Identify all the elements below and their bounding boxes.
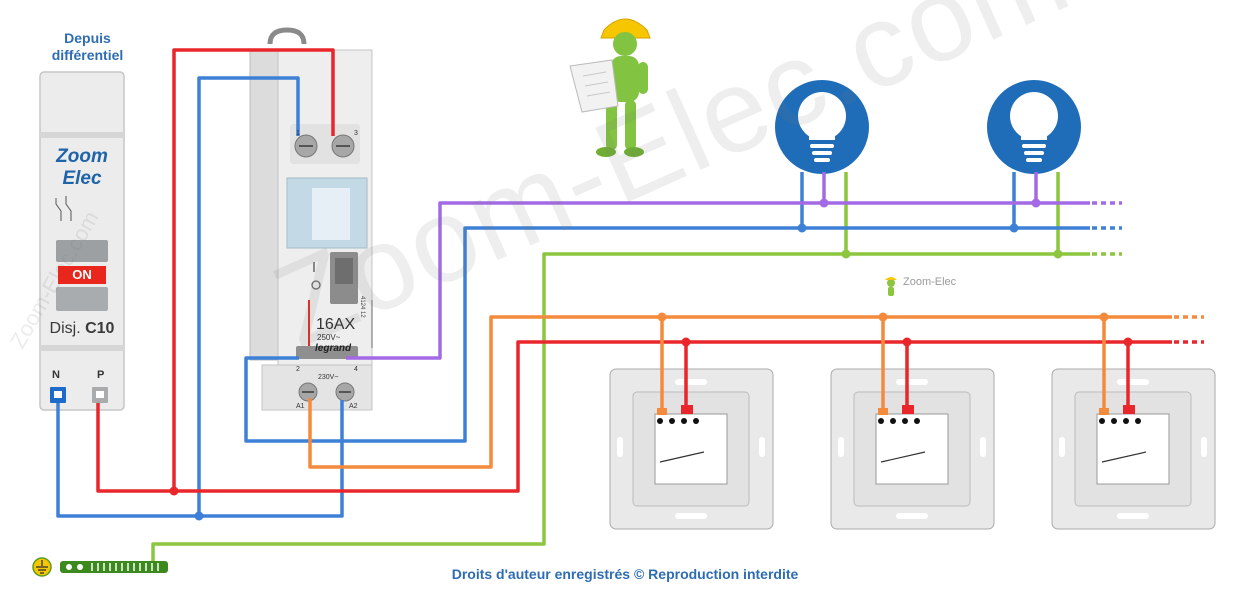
breaker-symbol-icon (55, 196, 72, 221)
control-return-wire (308, 315, 1172, 469)
relay-terminal-a1: A1 (296, 403, 305, 410)
earth-wire (151, 252, 1090, 561)
breaker-status: ON (58, 266, 106, 284)
relay-brand: legrand (315, 343, 352, 354)
relay-rating: 16AX (316, 316, 356, 333)
relay-terminal-a2: A2 (349, 403, 358, 410)
neutral-wire-lamps (244, 226, 1090, 443)
breaker-brand: Zoom Elec (56, 146, 108, 189)
phase-wire-source (96, 340, 1172, 493)
relay-terminal-2: 2 (296, 366, 300, 373)
worker-mini-icon (885, 277, 897, 296)
light-bulb-icon (1010, 92, 1058, 162)
breaker-model-value: C10 (85, 320, 115, 337)
impulse-relay (249, 27, 373, 411)
terminal-p-label: P (97, 369, 105, 381)
terminal-n-label: N (52, 369, 60, 381)
circuit-breaker (39, 71, 125, 411)
lamp-1 (775, 80, 869, 174)
copyright-notice: Droits d'auteur enregistrés © Reproducti… (451, 566, 799, 582)
phase-wire-relay-in (172, 48, 335, 491)
pushbutton-1 (609, 368, 774, 530)
neutral-wire-relay-in (197, 76, 300, 516)
worker-figure-icon (569, 18, 651, 157)
relay-reference: 4124 12 (359, 296, 365, 318)
brand-mark: Zoom-Elec (903, 276, 957, 288)
breaker-model: Disj. C10 (42, 320, 122, 338)
light-bulb-icon (798, 92, 846, 162)
pushbutton-3 (1051, 368, 1216, 530)
relay-terminal-4: 4 (354, 366, 358, 373)
pushbutton-2 (830, 368, 995, 530)
relay-terminal-1: 1 (296, 130, 300, 137)
lamp-return-wire (346, 201, 1090, 360)
relay-terminal-3: 3 (354, 130, 358, 137)
breaker-model-prefix: Disj. (49, 320, 81, 337)
earth-bar (32, 557, 168, 577)
relay-coil-voltage: 230V~ (318, 374, 339, 381)
relay-voltage: 250V~ (317, 333, 341, 342)
source-label: Depuis différentiel (51, 30, 124, 63)
lamp-2 (987, 80, 1081, 174)
